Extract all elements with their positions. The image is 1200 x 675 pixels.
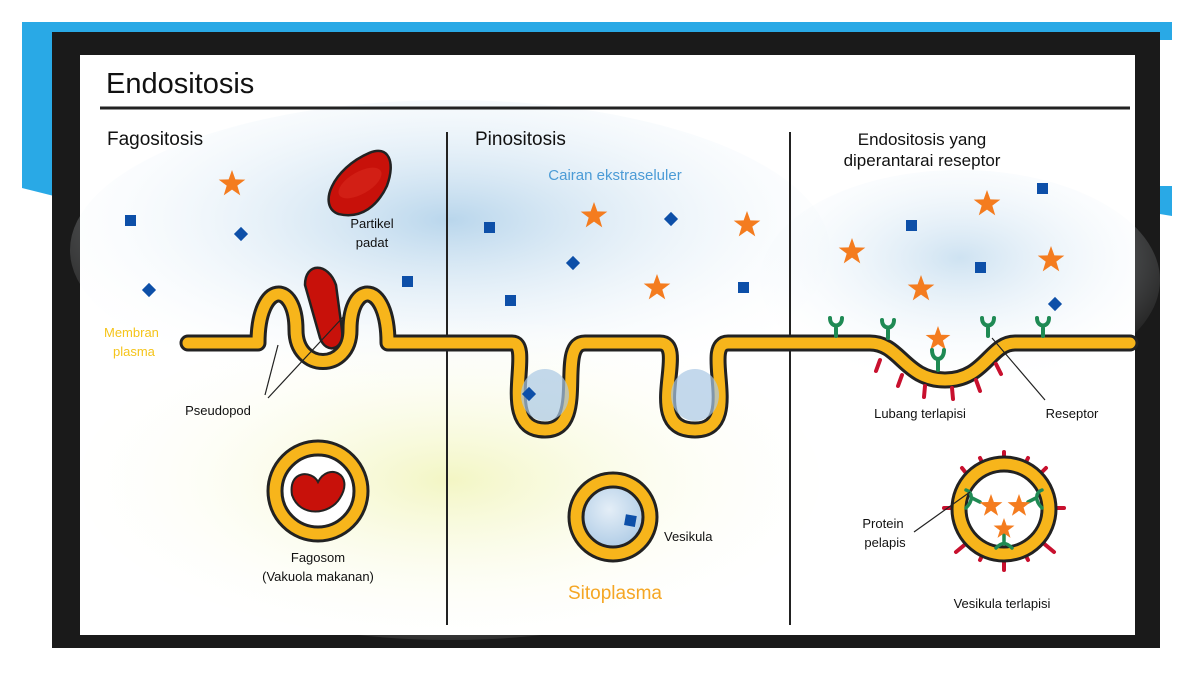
heading-receptor-line1: Endositosis yang [858, 130, 987, 149]
square-icon [1037, 183, 1048, 194]
receptor-glow [760, 170, 1160, 390]
pseudopod-label: Pseudopod [185, 403, 251, 418]
diamond-icon [141, 282, 157, 298]
page-title: Endositosis [106, 68, 254, 100]
vesicle-icon [567, 471, 659, 563]
square-icon [906, 220, 917, 231]
pseudopod-pointer-2 [267, 314, 346, 399]
diamond-icon [233, 226, 249, 242]
phagosome-label-line1: Fagosom [291, 550, 345, 565]
cytoplasm-glow [80, 320, 820, 640]
solid-particle-icon [327, 149, 392, 217]
coated-vesicle-icon [942, 450, 1066, 572]
pino-pocket-2 [671, 369, 719, 421]
square-icon [125, 215, 136, 226]
heading-pinocytosis: Pinositosis [475, 129, 566, 150]
diamond-icon [521, 386, 537, 402]
square-icon [484, 222, 495, 233]
square-icon [975, 262, 986, 273]
coated-vesicle-label: Vesikula terlapisi [954, 596, 1051, 611]
coat-protein-icon [874, 358, 1003, 401]
particle-label-line2: padat [356, 235, 389, 250]
diamond-icon [663, 211, 679, 227]
pino-pocket-1 [521, 369, 569, 421]
phagosome-label-line2: (Vakuola makanan) [262, 569, 374, 584]
diamond-icon [565, 255, 581, 271]
coat-protein-label-line1: Protein [862, 516, 903, 531]
diamond-icon [1047, 296, 1063, 312]
receptor-label: Reseptor [1046, 406, 1099, 421]
cytoplasm-label: Sitoplasma [568, 583, 662, 604]
coat-protein-pointer [913, 491, 971, 533]
square-icon [402, 276, 413, 287]
square-icon [505, 295, 516, 306]
vesicle-label: Vesikula [664, 529, 713, 544]
phagosome-icon [266, 439, 370, 543]
receptor-icon [828, 316, 1051, 372]
coated-pit-label: Lubang terlapisi [874, 406, 966, 421]
plasma-membrane [179, 285, 1139, 439]
particle-label-line1: Partikel [350, 216, 393, 231]
receptor-pointer [991, 337, 1046, 401]
membrane-label-line1: Membran [104, 325, 159, 340]
square-icon [738, 282, 749, 293]
extracellular-label: Cairan ekstraseluler [548, 167, 681, 184]
heading-receptor-line2: diperantarai reseptor [844, 151, 1001, 170]
pseudopod-pointer-1 [264, 344, 279, 396]
coat-protein-label-line2: pelapis [864, 535, 906, 550]
heading-phagocytosis: Fagositosis [107, 129, 203, 150]
membrane-label-line2: plasma [113, 344, 156, 359]
